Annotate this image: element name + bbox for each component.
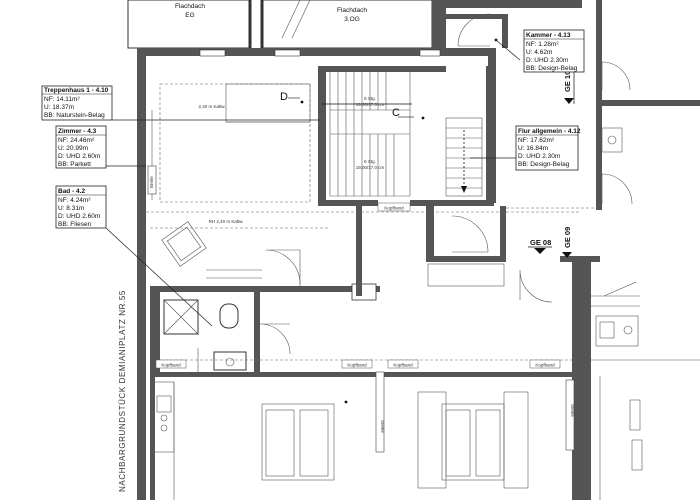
breite-label: Breite xyxy=(149,176,154,188)
kammer-nf: NF: 1.28m² xyxy=(526,41,559,48)
ge08-label: GE 08 xyxy=(530,238,551,247)
marker-c: C xyxy=(392,107,400,119)
flur-bb: BB: Design-Belag xyxy=(518,161,570,168)
zimmer-room: 2,40 m Kaltw. D Breite RH 2,40 m Kaltw. xyxy=(146,83,580,301)
bad-title: Bad - 4.2 xyxy=(58,188,85,195)
flur-nf: NF: 17.62m² xyxy=(518,137,555,144)
kammer-title: Kammer - 4.13 xyxy=(526,32,571,39)
ge09-label: GE 09 xyxy=(563,227,572,248)
kammer-d: D: UHD 2.30m xyxy=(526,57,568,64)
zimmer-title: Zimmer - 4.3 xyxy=(58,128,97,135)
bad-u: U: 8.31m xyxy=(58,205,84,212)
bad-bb: BB: Fliesen xyxy=(58,221,92,228)
stairwell: 6 Stg. 19,00/17,0 cm 6 Stg. 19,00/17,0 c… xyxy=(318,66,494,206)
kammer-u: U: 4.62m xyxy=(526,49,552,56)
stair-upper-dim: 19,00/17,0 cm xyxy=(356,102,385,107)
beam-mid-label: RH 2,40 m Kaltw. xyxy=(209,219,244,224)
zimmer-bb: BB: Parkett xyxy=(58,161,91,168)
bad-d: D: UHD 2.60m xyxy=(58,213,100,220)
room-label-flur: Flur allgemein - 4.12 NF: 17.62m² U: 16.… xyxy=(515,125,581,171)
bad-room xyxy=(150,292,580,372)
wall-openings xyxy=(199,49,441,57)
kopfband-label-1: Kopfband xyxy=(384,206,404,211)
flachdach-3og-line1: Flachdach xyxy=(337,7,367,14)
kammer-bb: BB: Design-Belag xyxy=(526,65,578,72)
steele-label-2: Steele xyxy=(570,404,575,417)
flachdach-eg-line1: Flachdach xyxy=(175,3,205,10)
room-label-zimmer: Zimmer - 4.3 NF: 24.46m² U: 20.99m D: UH… xyxy=(55,125,107,169)
room-label-treppenhaus: Treppenhaus 1 - 4.10 NF: 14.11m² U: 18.3… xyxy=(41,85,113,121)
neighbor-plot-label: NACHBARGRUNDSTÜCK DEMIANIPLATZ NR.55 xyxy=(118,290,127,492)
steele-label-1: Steele xyxy=(380,420,385,433)
kopfband-label-5: Kopfband xyxy=(535,363,555,368)
zimmer-u: U: 20.99m xyxy=(58,145,88,152)
flur-u: U: 16.84m xyxy=(518,145,548,152)
treppenhaus-u: U: 18.37m xyxy=(44,104,74,111)
right-area: GE 08 GE 09 GE 10 xyxy=(426,8,700,500)
room-label-bad: Bad - 4.2 NF: 4.24m² U: 8.31m D: UHD 2.6… xyxy=(55,185,107,229)
zimmer-d: D: UHD 2.60m xyxy=(58,153,100,160)
zimmer-nf: NF: 24.46m² xyxy=(58,137,95,144)
treppenhaus-nf: NF: 14.11m² xyxy=(44,96,80,103)
flur-d: D: UHD 2.30m xyxy=(518,153,560,160)
stair-upper-steps: 6 Stg. xyxy=(364,96,376,101)
stair-lower-steps: 6 Stg. xyxy=(364,159,376,164)
ge08-marker: GE 08 xyxy=(528,238,552,254)
lower-area: Steele Steele xyxy=(153,371,575,500)
ge09-marker: GE 09 xyxy=(562,227,572,258)
treppenhaus-title: Treppenhaus 1 - 4.10 xyxy=(44,87,109,94)
ge10-label: GE 10 xyxy=(563,71,572,92)
top-area: Flachdach EG Flachdach 3.OG xyxy=(127,0,433,49)
flur-title: Flur allgemein - 4.12 xyxy=(518,128,581,135)
stair-lower-dim: 19,00/17,0 cm xyxy=(356,165,385,170)
kopfband-label-3: Kopfband xyxy=(347,363,367,368)
kopfband-labels: Kopfband Kopfband Kopfband Kopfband Kopf… xyxy=(155,202,561,369)
flachdach-3og-line2: 3.OG xyxy=(344,16,360,23)
leader-lines xyxy=(98,39,521,327)
room-label-kammer: Kammer - 4.13 NF: 1.28m² U: 4.62m D: UHD… xyxy=(523,29,585,73)
kopfband-label-4: Kopfband xyxy=(393,363,413,368)
marker-d: D xyxy=(280,91,288,103)
flachdach-eg-line2: EG xyxy=(185,12,194,19)
bad-nf: NF: 4.24m² xyxy=(58,197,91,204)
kopfband-label-2: Kopfband xyxy=(161,363,181,368)
beam-top-label: 2,40 m Kaltw. xyxy=(198,104,225,109)
treppenhaus-bb: BB: Naturstein-Belag xyxy=(44,112,105,119)
outer-walls xyxy=(137,0,602,500)
